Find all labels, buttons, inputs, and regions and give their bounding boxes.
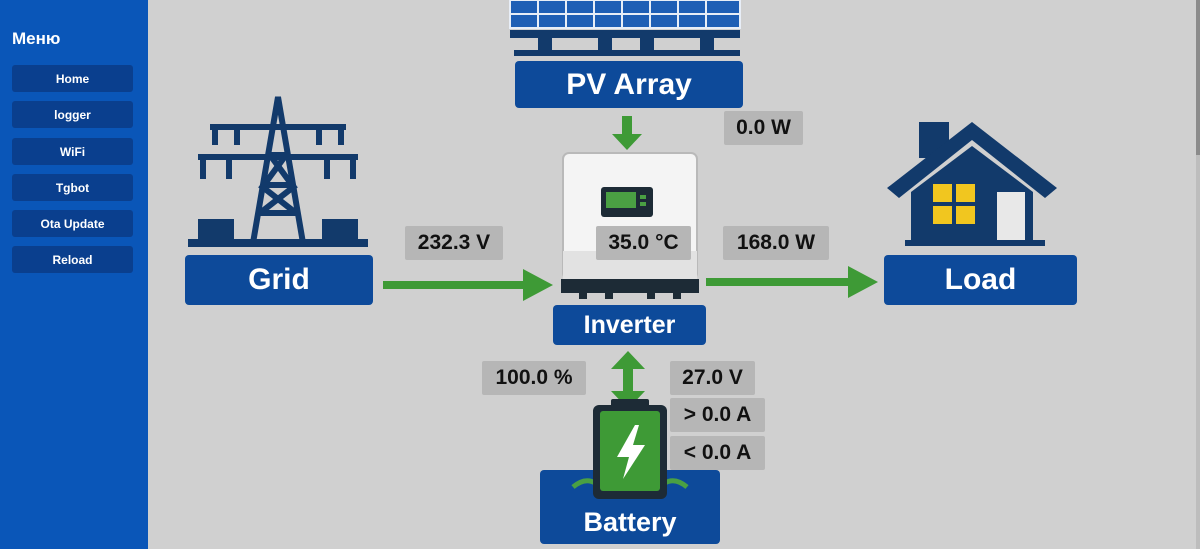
inverter-temperature-value: 35.0 °C bbox=[596, 226, 691, 260]
inverter-label: Inverter bbox=[553, 305, 706, 345]
solar-panel-icon bbox=[509, 0, 741, 56]
grid-label: Grid bbox=[185, 255, 373, 305]
menu-home-button[interactable]: Home bbox=[12, 65, 133, 92]
page-scrollbar[interactable] bbox=[1196, 0, 1200, 549]
menu-wifi-button[interactable]: WiFi bbox=[12, 138, 133, 165]
pv-power-value: 0.0 W bbox=[724, 111, 803, 145]
pv-array-label: PV Array bbox=[515, 61, 743, 108]
load-flow-arrow bbox=[706, 266, 878, 298]
battery-soc-value: 100.0 % bbox=[482, 361, 586, 395]
house-icon bbox=[887, 122, 1057, 246]
menu-reload-button[interactable]: Reload bbox=[12, 246, 133, 273]
battery-icon bbox=[571, 399, 689, 499]
power-tower-icon bbox=[188, 96, 368, 247]
grid-flow-arrow bbox=[383, 269, 553, 301]
scrollbar-thumb[interactable] bbox=[1196, 0, 1200, 155]
sidebar: Меню Home logger WiFi Tgbot Ota Update R… bbox=[0, 0, 148, 549]
load-power-value: 168.0 W bbox=[723, 226, 829, 260]
pv-flow-arrow bbox=[612, 116, 642, 150]
battery-discharge-current-value: < 0.0 A bbox=[670, 436, 765, 470]
battery-charge-current-value: > 0.0 A bbox=[670, 398, 765, 432]
menu-ota-update-button[interactable]: Ota Update bbox=[12, 210, 133, 237]
battery-voltage-value: 27.0 V bbox=[670, 361, 755, 395]
grid-voltage-value: 232.3 V bbox=[405, 226, 503, 260]
menu-tgbot-button[interactable]: Tgbot bbox=[12, 174, 133, 201]
battery-flow-arrow bbox=[611, 351, 645, 409]
load-label: Load bbox=[884, 255, 1077, 305]
menu-logger-button[interactable]: logger bbox=[12, 101, 133, 128]
sidebar-title: Меню bbox=[12, 29, 61, 48]
